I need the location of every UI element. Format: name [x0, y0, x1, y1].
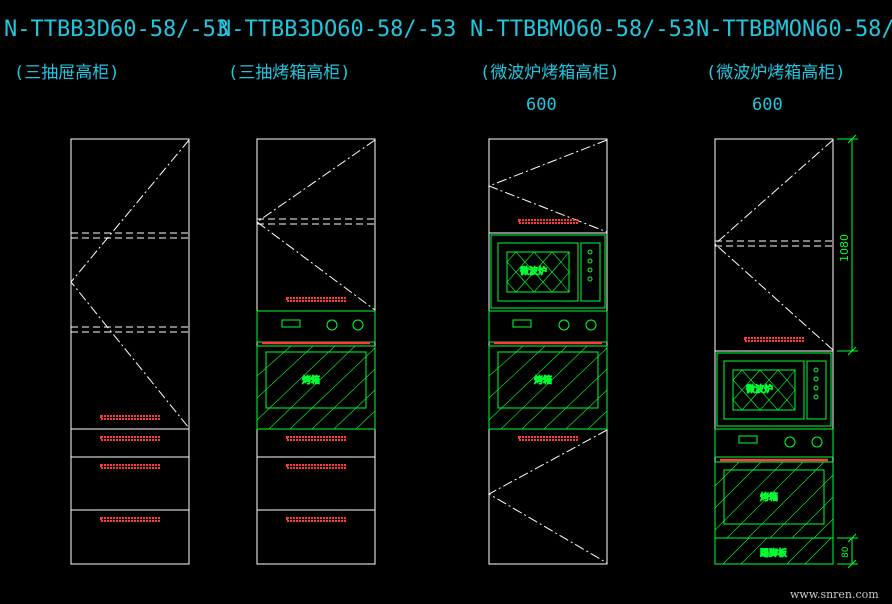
unit-4-oven-knob-left	[784, 436, 796, 448]
unit-4-plinth	[714, 537, 834, 565]
unit-4-microwave: 微波炉	[716, 352, 832, 427]
unit-2-oven: 烤箱	[256, 310, 376, 430]
unit-3-code: N-TTBBMO60-58/-53	[470, 17, 695, 42]
unit-3-subtitle: (微波炉烤箱高柜)	[480, 63, 619, 83]
unit-3-oven-door	[488, 345, 608, 430]
unit-3-microwave-keypad	[580, 242, 601, 302]
unit-2-door-swing	[256, 139, 376, 311]
unit-4-oven: 烤箱 踢脚板	[714, 428, 834, 565]
watermark: www.snren.com	[790, 588, 879, 601]
unit-4-shelves	[715, 240, 833, 247]
unit-4-door-swing	[714, 139, 834, 351]
unit-3-oven-label: 烤箱	[534, 374, 552, 386]
unit-3-oven-hatch	[488, 345, 608, 430]
unit-3-bottom-door-swing	[487, 429, 608, 564]
unit-3-handles	[494, 219, 602, 441]
unit-1-shelves	[71, 232, 189, 333]
unit-2-oven-hatch	[256, 345, 376, 430]
unit-4-plinth-label: 踢脚板	[760, 547, 787, 559]
unit-2-subtitle: (三抽烤箱高柜)	[228, 63, 350, 83]
unit-4-dimension-lines	[837, 134, 858, 569]
unit-1-handles	[100, 415, 160, 522]
unit-4-upper-door	[714, 138, 834, 352]
unit-4-microwave-keypad	[806, 360, 827, 420]
unit-1-subtitle: (三抽屉高柜)	[14, 63, 119, 83]
unit-3-oven-knob-right	[585, 319, 597, 331]
unit-1-door-swing	[70, 139, 190, 429]
unit-3-top-door-swing	[487, 139, 608, 233]
unit-2-oven-window	[265, 351, 367, 409]
unit-4-oven-knob-right	[811, 436, 823, 448]
unit-4-subtitle: (微波炉烤箱高柜)	[706, 63, 845, 83]
unit-4-upper-height-dimension: 1080	[838, 234, 851, 262]
unit-4-oven-hatch	[714, 461, 834, 539]
unit-3-oven: 烤箱	[488, 310, 608, 430]
unit-3-oven-knob-left	[558, 319, 570, 331]
unit-3-width-label: 600	[526, 95, 557, 115]
unit-2-handles	[262, 297, 370, 522]
unit-3-microwave-label: 微波炉	[520, 265, 547, 277]
unit-4-oven-label: 烤箱	[760, 491, 778, 503]
unit-4-plinth-height-dimension: 80	[841, 546, 851, 558]
unit-2-oven-label: 烤箱	[302, 374, 320, 386]
unit-3-oven-control-panel	[488, 310, 608, 343]
unit-1-code: N-TTBB3D60-58/-53	[4, 17, 229, 42]
unit-4-width-label: 600	[752, 95, 783, 115]
unit-4-microwave-label: 微波炉	[746, 383, 773, 395]
unit-2-oven-knob-right	[352, 319, 364, 331]
unit-4-code: N-TTBBMON60-58/-53	[696, 17, 892, 42]
unit-4-microwave-body	[716, 352, 832, 427]
unit-2-oven-door	[256, 345, 376, 430]
unit-2-shelves	[257, 218, 375, 225]
unit-1-elevation	[70, 138, 190, 565]
unit-2-oven-control-panel	[256, 310, 376, 343]
unit-3-microwave: 微波炉	[490, 234, 606, 309]
unit-2-code: N-TTBB3DO60-58/-53	[218, 17, 456, 42]
unit-3-microwave-body	[490, 234, 606, 309]
unit-4-plinth-hatch	[722, 537, 832, 565]
unit-2-oven-knob-left	[326, 319, 338, 331]
unit-4-handles	[720, 337, 828, 462]
unit-4-oven-control-panel	[714, 428, 834, 458]
unit-4-oven-window	[723, 469, 825, 525]
unit-1-outline	[70, 138, 190, 565]
unit-3-oven-window	[497, 351, 599, 409]
